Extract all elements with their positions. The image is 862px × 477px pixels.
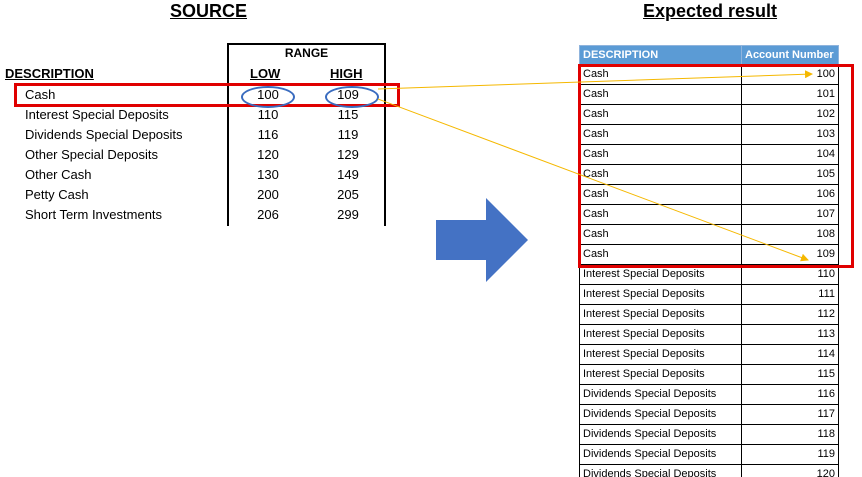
source-row-description: Dividends Special Deposits bbox=[25, 127, 183, 142]
result-row-account-number: 102 bbox=[741, 104, 839, 125]
source-row-low: 200 bbox=[257, 187, 279, 202]
result-row-account-number: 103 bbox=[741, 124, 839, 145]
source-row-description: Petty Cash bbox=[25, 187, 89, 202]
source-row-description: Cash bbox=[25, 87, 56, 102]
low-header: LOW bbox=[250, 66, 281, 81]
source-row: Dividends Special Deposits 116 119 bbox=[0, 125, 400, 145]
source-row: Other Cash 130 149 bbox=[0, 165, 400, 185]
source-row-low: 110 bbox=[257, 107, 279, 122]
range-label: RANGE bbox=[284, 46, 329, 60]
source-row-description: Interest Special Deposits bbox=[25, 107, 169, 122]
result-row-description: Cash bbox=[579, 124, 742, 145]
result-highlight-box bbox=[578, 64, 854, 268]
result-header-description: DESCRIPTION bbox=[579, 45, 742, 65]
result-row-description: Cash bbox=[579, 224, 742, 245]
result-row-description: Interest Special Deposits bbox=[579, 264, 742, 285]
right-arrow-icon bbox=[436, 198, 528, 282]
result-row-account-number: 111 bbox=[741, 284, 839, 305]
source-row-description: Other Special Deposits bbox=[25, 147, 158, 162]
source-title: SOURCE bbox=[170, 1, 248, 21]
result-row-description: Interest Special Deposits bbox=[579, 284, 742, 305]
source-row-high: 115 bbox=[337, 107, 359, 122]
result-row-account-number: 112 bbox=[741, 304, 839, 325]
range-box bbox=[227, 43, 386, 226]
result-header-row: DESCRIPTION Account Number bbox=[579, 45, 839, 65]
high-header: HIGH bbox=[330, 66, 363, 81]
result-title: Expected result bbox=[643, 1, 778, 21]
source-row-high: 149 bbox=[337, 167, 359, 182]
description-header: DESCRIPTION bbox=[5, 66, 94, 81]
source-row-description: Short Term Investments bbox=[25, 207, 163, 222]
connector-high-arrow bbox=[377, 98, 809, 262]
result-row-account-number: 114 bbox=[741, 344, 839, 365]
source-row-low: 206 bbox=[257, 207, 279, 222]
source-row-high: 205 bbox=[337, 187, 359, 202]
source-row-description: Other Cash bbox=[25, 167, 92, 182]
source-row: Interest Special Deposits 110 115 bbox=[0, 105, 400, 125]
source-row: Short Term Investments 206 299 bbox=[0, 205, 400, 225]
result-row-account-number: 120 bbox=[741, 464, 839, 477]
source-row: Petty Cash 200 205 bbox=[0, 185, 400, 205]
source-row-high: 119 bbox=[337, 127, 359, 142]
low-oval bbox=[241, 86, 295, 108]
connector-low-arrow bbox=[377, 70, 813, 90]
source-row-high: 299 bbox=[337, 207, 359, 222]
source-row-low: 120 bbox=[257, 147, 279, 162]
source-row-high: 129 bbox=[337, 147, 359, 162]
source-row-low: 116 bbox=[257, 127, 279, 142]
high-oval bbox=[325, 86, 379, 108]
source-highlight-box bbox=[14, 83, 400, 107]
source-row: Other Special Deposits 120 129 bbox=[0, 145, 400, 165]
source-row-low: 130 bbox=[257, 167, 279, 182]
